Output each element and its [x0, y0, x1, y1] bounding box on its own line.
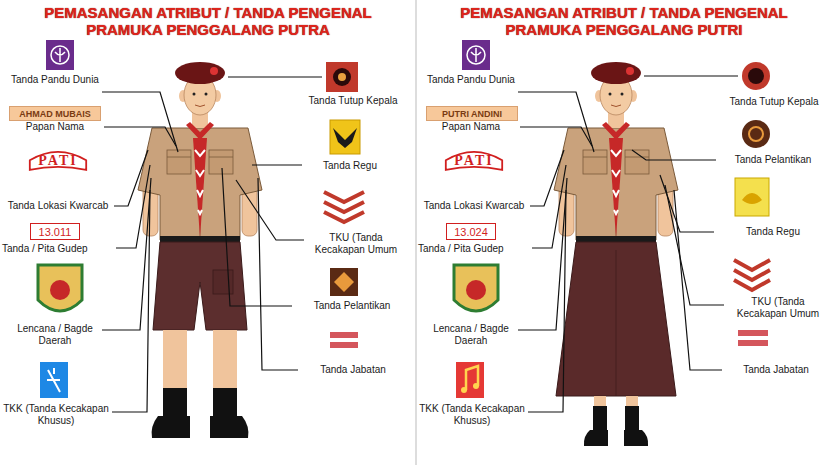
location-badge: PATI	[444, 147, 504, 171]
gudep-tag: 13.024	[446, 223, 496, 240]
attribute-label: Tanda Regu	[300, 160, 400, 172]
attribute-label: TKK (Tanda Kecakapan Khusus)	[0, 403, 112, 427]
attribute-label: Tanda / Pita Gudep	[2, 243, 118, 255]
attribute-label: TKK (Tanda Kecakapan Khusus)	[416, 403, 528, 427]
attribute-label: Tanda Jabatan	[296, 364, 410, 376]
attribute-label: Papan Nama	[426, 121, 516, 133]
attribute-label: Tanda Pelantikan	[292, 300, 412, 312]
attribute-label: TKU (Tanda Kecakapan Umum	[726, 296, 830, 320]
panel-title: PEMASANGAN ATRIBUT / TANDA PENGENAL PRAM…	[0, 4, 416, 38]
badge-text: AHMAD MUBAIS	[19, 109, 91, 119]
badge-text: 13.024	[454, 226, 488, 238]
location-badge: PATI	[28, 147, 88, 171]
badge-text: PATI	[454, 150, 493, 169]
attribute-label: Tanda / Pita Gudep	[418, 243, 534, 255]
attribute-label: Tanda Regu	[716, 226, 830, 238]
attribute-label: Papan Nama	[10, 121, 100, 133]
badge-text: PUTRI ANDINI	[442, 109, 502, 119]
name-plate: AHMAD MUBAIS	[9, 106, 101, 121]
panel-title: PEMASANGAN ATRIBUT / TANDA PENGENAL PRAM…	[416, 4, 832, 38]
attribute-label: Lencana / Bagde Daerah	[10, 323, 100, 347]
attribute-label: Tanda Lokasi Kwarcab	[0, 200, 116, 212]
attribute-label: Tanda Jabatan	[722, 364, 830, 376]
attribute-label: Tanda Pandu Dunia	[426, 74, 516, 86]
attribute-label: TKU (Tanda Kecakapan Umum	[306, 232, 406, 256]
name-plate: PUTRI ANDINI	[426, 106, 518, 121]
attribute-label: Tanda Pelantikan	[716, 154, 830, 166]
attribute-label: Tanda Tutup Kepala	[718, 96, 830, 108]
attribute-label: Tanda Lokasi Kwarcab	[416, 200, 532, 212]
badge-text: 13.011	[39, 226, 72, 238]
gudep-tag: 13.011	[30, 223, 80, 240]
badge-text: PATI	[38, 150, 77, 169]
attribute-label: Lencana / Bagde Daerah	[426, 323, 516, 347]
attribute-label: Tanda Pandu Dunia	[10, 74, 100, 86]
attribute-label: Tanda Tutup Kepala	[294, 95, 412, 107]
